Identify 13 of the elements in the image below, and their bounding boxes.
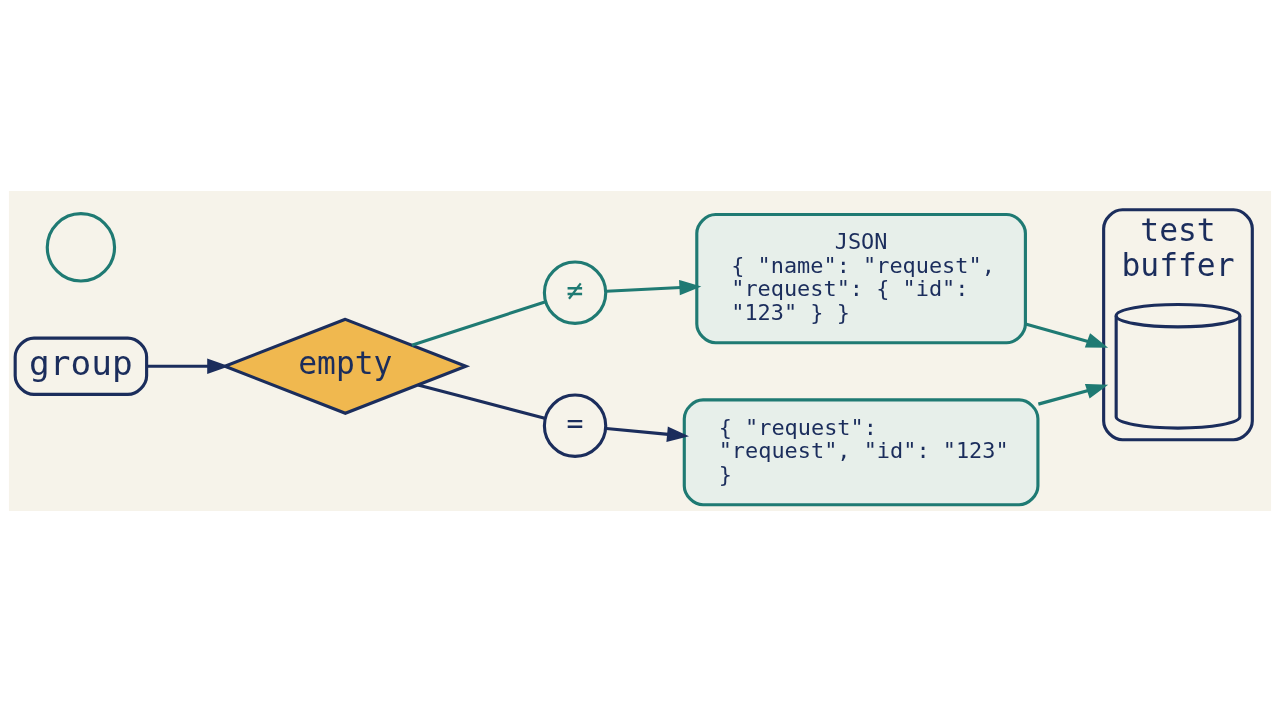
connector [411,300,546,347]
arrow [1025,322,1109,348]
node-box: group [13,336,149,396]
node-box: { "request": "request", "id": "123" } [682,398,1040,507]
node-box: JSON { "name": "request", "request": { "id": "123" } } [695,212,1027,345]
connector [417,383,546,420]
node-circle [45,212,117,283]
arrow [606,426,689,442]
arrow [1037,383,1109,406]
node-circle: = [542,393,608,458]
arrow [606,279,702,296]
cluster: test buffer [1102,208,1254,442]
node-circle: ≠ [542,260,608,325]
